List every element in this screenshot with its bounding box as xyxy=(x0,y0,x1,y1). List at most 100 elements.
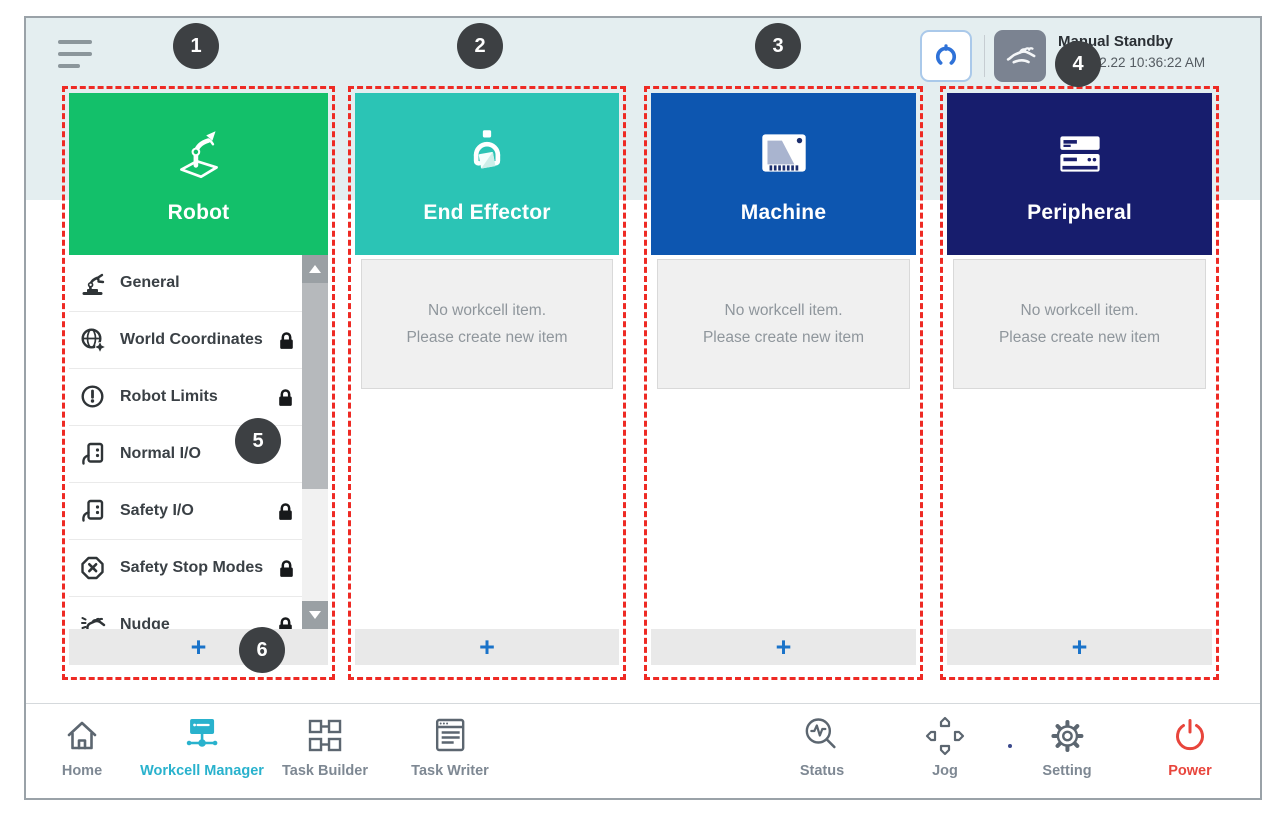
robot-mode-button[interactable] xyxy=(920,30,972,82)
add-robot-item-button[interactable]: + xyxy=(69,629,328,665)
list-item-label: World Coordinates xyxy=(120,331,263,348)
nav-label: Power xyxy=(1168,763,1212,779)
workcell-column-robot: Robot General xyxy=(62,86,335,680)
plus-icon: + xyxy=(775,631,792,662)
nav-label: Setting xyxy=(1042,763,1092,779)
lock-icon xyxy=(279,388,292,406)
lock-icon xyxy=(280,559,293,577)
robot-posture-icon xyxy=(935,44,957,65)
menu-icon[interactable] xyxy=(58,40,92,76)
nav-label: Workcell Manager xyxy=(140,763,264,779)
task-builder-icon xyxy=(308,719,342,752)
app-window: Manual Standby 2022.12.22 10:36:22 AM Ro… xyxy=(24,16,1262,800)
workcell-column-peripheral: Peripheral No workcell item. Please crea… xyxy=(940,86,1219,680)
nav-home[interactable]: Home xyxy=(60,716,104,779)
lock-icon xyxy=(279,616,292,629)
nav-dot xyxy=(1008,744,1012,748)
nav-setting[interactable]: Setting xyxy=(1042,716,1092,779)
nav-task-builder[interactable]: Task Builder xyxy=(282,716,368,779)
column-title: Machine xyxy=(740,201,827,224)
jog-dpad-icon xyxy=(925,716,965,756)
safety-stop-icon xyxy=(81,556,104,580)
workcell-column-machine: Machine No workcell item. Please create … xyxy=(644,86,923,680)
list-item-safety-io[interactable]: Safety I/O xyxy=(69,483,302,540)
manual-hand-icon xyxy=(1006,47,1036,64)
callout-badge-1: 1 xyxy=(173,23,219,69)
empty-state-line2: Please create new item xyxy=(702,328,865,346)
io-icon xyxy=(82,442,104,465)
end-effector-header-tile[interactable]: End Effector xyxy=(355,93,619,255)
power-icon xyxy=(1176,719,1204,751)
status-icon xyxy=(805,718,836,749)
list-item-label: Nudge xyxy=(120,616,170,629)
task-writer-icon xyxy=(435,718,465,752)
home-icon xyxy=(67,721,97,750)
callout-badge-2: 2 xyxy=(457,23,503,69)
list-item-label: General xyxy=(120,274,180,291)
scroll-up-button[interactable] xyxy=(302,255,328,283)
list-item-robot-limits[interactable]: Robot Limits xyxy=(69,369,302,426)
nudge-icon xyxy=(81,617,106,629)
list-item-label: Safety Stop Modes xyxy=(120,559,264,576)
nav-power[interactable]: Power xyxy=(1168,716,1212,779)
list-item-nudge[interactable]: Nudge xyxy=(69,597,302,629)
nav-label: Task Writer xyxy=(411,763,489,779)
nav-label: Jog xyxy=(932,763,958,779)
nav-status[interactable]: Status xyxy=(800,716,844,779)
list-item-safety-stop-modes[interactable]: Safety Stop Modes xyxy=(69,540,302,597)
empty-state-line2: Please create new item xyxy=(998,328,1161,346)
add-end-effector-item-button[interactable]: + xyxy=(355,629,619,665)
workcell-manager-icon xyxy=(186,719,218,747)
robot-item-list: General World Coordinates xyxy=(69,255,328,629)
lock-icon xyxy=(280,331,293,349)
manual-mode-button[interactable] xyxy=(994,30,1046,82)
empty-state: No workcell item. Please create new item xyxy=(657,259,910,389)
gear-icon xyxy=(1050,720,1083,752)
empty-state: No workcell item. Please create new item xyxy=(953,259,1206,389)
column-title: End Effector xyxy=(423,201,551,224)
nav-label: Home xyxy=(61,763,103,779)
arrow-down-icon xyxy=(309,611,321,619)
scrollbar[interactable] xyxy=(302,255,328,629)
nav-label: Status xyxy=(799,763,845,779)
empty-state-line1: No workcell item. xyxy=(428,301,546,319)
callout-badge-6: 6 xyxy=(239,627,285,673)
arrow-up-icon xyxy=(309,265,321,273)
peripheral-item-list: No workcell item. Please create new item xyxy=(947,255,1212,629)
callout-badge-4: 4 xyxy=(1055,41,1101,87)
plus-icon: + xyxy=(190,631,207,662)
nav-label: Task Builder xyxy=(282,763,368,779)
empty-state-line2: Please create new item xyxy=(406,328,568,346)
robot-header-tile[interactable]: Robot xyxy=(69,93,328,255)
machine-header-tile[interactable]: Machine xyxy=(651,93,916,255)
gripper-icon xyxy=(473,130,501,169)
nav-workcell-manager[interactable]: Workcell Manager xyxy=(140,716,264,779)
nav-jog[interactable]: Jog xyxy=(923,716,967,779)
end-effector-item-list: No workcell item. Please create new item xyxy=(355,255,619,629)
scroll-down-button[interactable] xyxy=(302,601,328,629)
machine-item-list: No workcell item. Please create new item xyxy=(651,255,916,629)
nav-task-writer[interactable]: Task Writer xyxy=(411,716,489,779)
callout-badge-3: 3 xyxy=(755,23,801,69)
empty-state-line1: No workcell item. xyxy=(724,301,843,319)
column-title: Robot xyxy=(167,201,230,224)
bottom-navigation: Home Workcell Manager xyxy=(26,703,1260,798)
empty-state: No workcell item. Please create new item xyxy=(361,259,613,389)
header-divider xyxy=(984,35,985,77)
add-peripheral-item-button[interactable]: + xyxy=(947,629,1212,665)
list-item-label: Normal I/O xyxy=(120,445,201,462)
list-item-label: Robot Limits xyxy=(120,388,218,405)
list-item-general[interactable]: General xyxy=(69,255,302,312)
workcell-column-end-effector: End Effector No workcell item. Please cr… xyxy=(348,86,626,680)
robot-arm-icon xyxy=(179,131,218,179)
peripheral-header-tile[interactable]: Peripheral xyxy=(947,93,1212,255)
general-icon xyxy=(82,273,105,295)
callout-badge-5: 5 xyxy=(235,418,281,464)
world-coordinates-icon xyxy=(81,328,105,352)
machine-icon xyxy=(761,134,806,172)
column-title: Peripheral xyxy=(1027,201,1132,224)
add-machine-item-button[interactable]: + xyxy=(651,629,916,665)
list-item-world-coordinates[interactable]: World Coordinates xyxy=(69,312,302,369)
plus-icon: + xyxy=(1071,631,1088,662)
scrollbar-thumb[interactable] xyxy=(302,283,328,489)
